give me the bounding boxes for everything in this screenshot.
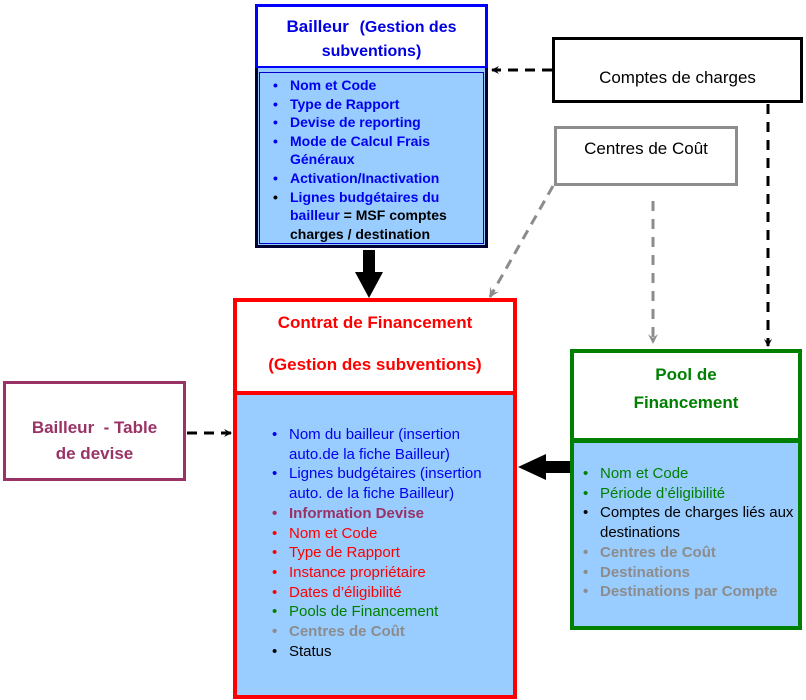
field-item: Pools de Financement [272,602,513,622]
bailleur-field: Activation/Inactivation [273,169,485,188]
contrat-body: Nom du bailleur (insertion auto.de la fi… [233,391,517,699]
centres-de-cout-box: Centres de Coût [554,126,738,186]
bailleur-field: Mode de Calcul Frais Généraux [273,132,485,169]
pool-title-b: Financement [633,393,739,412]
bailleur-title: Bailleur [286,17,349,36]
field-item: Destinations [583,563,798,583]
bailleur-header: Bailleur (Gestion des subventions) [255,4,488,69]
field-item: Instance propriétaire [272,563,513,583]
field-item: Destinations par Compte [583,582,798,602]
field-item: Dates d’éligibilité [272,583,513,603]
contrat-fields-list: Nom du bailleur (insertion auto.de la fi… [237,395,513,661]
field-item: Nom du bailleur (insertion auto.de la fi… [272,425,513,464]
bailleur-field: Devise de reporting [273,113,485,132]
bailleur-field: Type de Rapport [273,95,485,114]
pool-header: Pool de Financement [570,349,802,442]
comptes-de-charges-box: Comptes de charges [552,37,803,103]
contrat-title: Contrat de Financement [277,313,473,332]
bailleur-lignes-label: Lignes budgétaires du bailleur [290,188,440,224]
field-item: Status [272,642,513,662]
field-item: Centres de Coût [272,622,513,642]
devise-label-line1: Bailleur - Table [31,418,158,437]
field-item: Lignes budgétaires (insertion auto. de l… [272,464,513,503]
devise-label-line2: de devise [55,444,134,463]
bailleur-subtitle-b: subventions) [321,43,422,60]
bailleur-field: Nom et Code [273,76,485,95]
field-item: Nom et Code [583,464,798,484]
field-item: Comptes de charges liés aux destinations [583,503,798,542]
bailleur-field-lignes: Lignes budgétaires du bailleur = MSF com… [273,188,485,244]
contrat-header: Contrat de Financement (Gestion des subv… [233,298,517,395]
field-item: Information Devise [272,504,513,524]
pool-title-a: Pool de [655,365,717,384]
bailleur-table-devise-box: Bailleur - Table de devise [3,381,186,481]
arrow-centres-to-contrat [488,185,555,298]
field-item: Période d’éligibilité [583,484,798,504]
contrat-subtitle: (Gestion des subventions) [268,355,482,374]
arrow-bailleur-to-contrat [355,250,383,298]
bailleur-body: Nom et Code Type de Rapport Devise de re… [255,68,488,248]
bailleur-lignes-desc: = MSF comptes charges / destination [290,207,447,242]
field-item: Type de Rapport [272,543,513,563]
pool-fields-list: Nom et CodePériode d’éligibilitéComptes … [574,443,798,602]
centres-de-cout-label: Centres de Coût [584,139,708,158]
arrow-pool-to-contrat [518,454,570,480]
bailleur-subtitle-a: (Gestion des [359,19,457,36]
pool-body: Nom et CodePériode d’éligibilitéComptes … [570,439,802,630]
field-item: Centres de Coût [583,543,798,563]
bailleur-fields-list: Nom et Code Type de Rapport Devise de re… [258,68,485,243]
field-item: Nom et Code [272,524,513,544]
comptes-de-charges-label: Comptes de charges [599,68,756,87]
